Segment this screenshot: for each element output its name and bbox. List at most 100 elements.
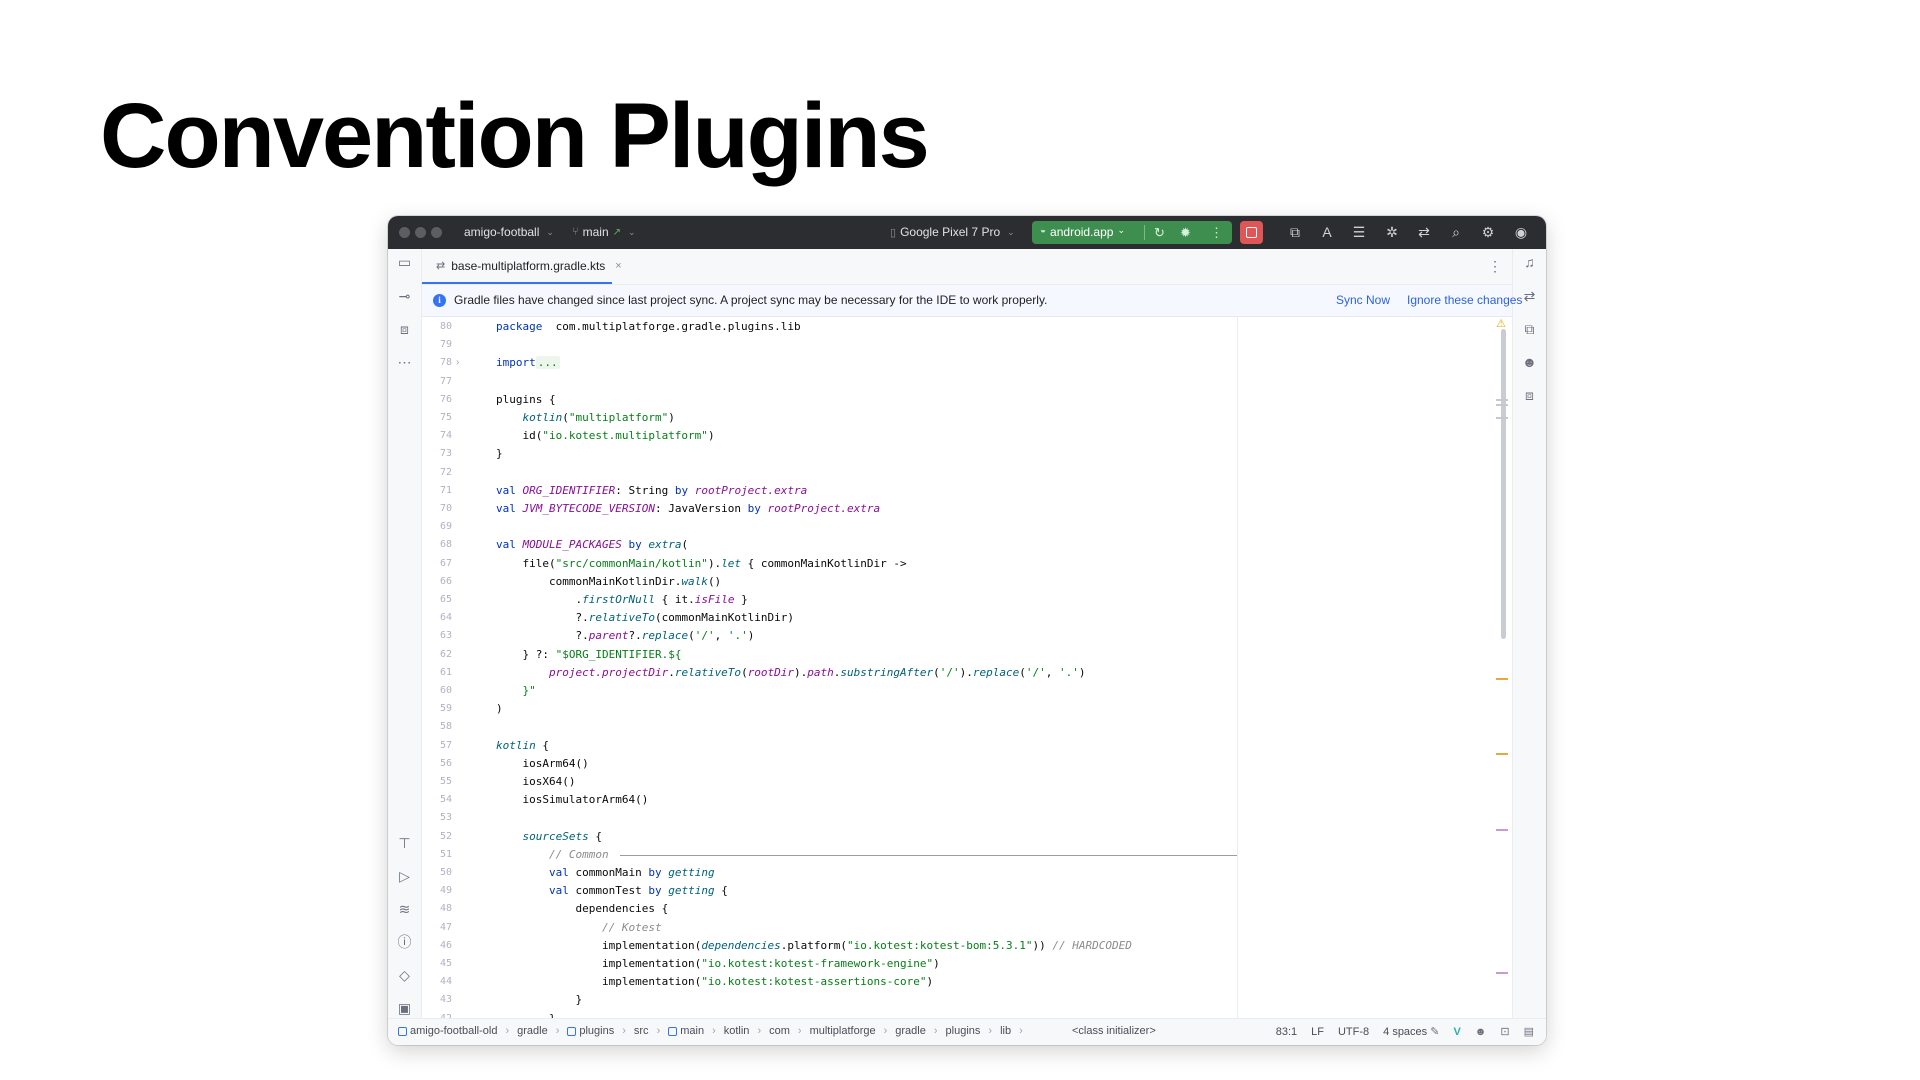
line-number[interactable]: 57 bbox=[439, 739, 452, 751]
breadcrumb-item[interactable]: src bbox=[634, 1025, 649, 1037]
line-number[interactable]: 80 bbox=[439, 321, 452, 332]
line-number[interactable]: 53 bbox=[439, 812, 452, 824]
device-selector[interactable]: ▯ Google Pixel 7 Pro ⌄ bbox=[890, 225, 1015, 239]
line-number[interactable]: 76 bbox=[439, 393, 452, 405]
line-number[interactable]: 54 bbox=[439, 794, 452, 806]
line-number[interactable]: 70 bbox=[439, 503, 452, 514]
line-number[interactable]: 67 bbox=[439, 557, 452, 569]
rerun-icon[interactable]: ↻ bbox=[1154, 225, 1165, 240]
line-number[interactable]: 59 bbox=[439, 703, 452, 715]
sync-gradle-icon[interactable]: ⇄ bbox=[1418, 224, 1430, 240]
breadcrumb-item[interactable]: gradle bbox=[895, 1025, 926, 1037]
code-line[interactable]: implementation(dependencies.platform("io… bbox=[496, 937, 1132, 955]
running-devices-icon[interactable]: ⧈ bbox=[1525, 387, 1534, 403]
breadcrumb-item[interactable]: gradle bbox=[517, 1025, 548, 1037]
code-line[interactable]: val JVM_BYTECODE_VERSION: JavaVersion by… bbox=[496, 500, 880, 518]
code-line[interactable]: }" bbox=[496, 682, 536, 700]
line-number[interactable]: 50 bbox=[439, 867, 452, 878]
gear-icon[interactable]: ⚙ bbox=[1481, 224, 1495, 240]
code-line[interactable]: package com.multiplatforge.gradle.plugin… bbox=[496, 318, 801, 336]
code-line[interactable]: } bbox=[496, 445, 503, 463]
code-line[interactable]: iosX64() bbox=[496, 773, 575, 791]
line-number[interactable]: 52 bbox=[439, 830, 452, 842]
code-line[interactable]: ) bbox=[496, 700, 503, 718]
line-number[interactable]: 60 bbox=[439, 685, 452, 696]
code-line[interactable]: iosSimulatorArm64() bbox=[496, 791, 648, 809]
line-number[interactable]: 73 bbox=[439, 448, 452, 460]
error-stripe-mark[interactable] bbox=[1496, 404, 1508, 406]
error-stripe-mark[interactable] bbox=[1496, 972, 1508, 974]
line-number[interactable]: 68 bbox=[439, 539, 452, 551]
line-number[interactable]: 43 bbox=[439, 994, 452, 1006]
line-number[interactable]: 64 bbox=[439, 612, 452, 624]
line-number[interactable]: 72 bbox=[439, 466, 452, 478]
code-line[interactable]: implementation("io.kotest:kotest-framewo… bbox=[496, 955, 940, 973]
line-number[interactable]: 48 bbox=[439, 903, 452, 915]
code-line[interactable]: sourceSets { bbox=[496, 828, 602, 846]
build-icon[interactable]: ⊤ bbox=[398, 835, 411, 851]
caret-position[interactable]: 83:1 bbox=[1275, 1025, 1298, 1038]
copilot-icon[interactable]: ☻ bbox=[1474, 1025, 1487, 1038]
lock-icon[interactable]: ⊡ bbox=[1500, 1026, 1510, 1038]
code-area[interactable]: package com.multiplatforge.gradle.plugin… bbox=[496, 317, 1512, 1019]
code-line[interactable]: kotlin { bbox=[496, 737, 549, 755]
code-line[interactable]: dependencies { bbox=[496, 900, 668, 918]
tab-base-multiplatform[interactable]: ⇄ base-multiplatform.gradle.kts × bbox=[422, 249, 622, 284]
breadcrumb-item[interactable]: main bbox=[668, 1025, 704, 1037]
line-number[interactable]: 74 bbox=[439, 430, 452, 442]
code-line[interactable]: // Common bbox=[496, 846, 609, 864]
line-number[interactable]: 69 bbox=[439, 521, 452, 533]
line-number[interactable]: 66 bbox=[439, 575, 452, 587]
folder-icon[interactable]: ▭ bbox=[397, 254, 412, 270]
code-line[interactable]: .firstOrNull { it.isFile } bbox=[496, 591, 747, 609]
breadcrumb-item[interactable]: lib bbox=[1000, 1025, 1011, 1037]
terminal-icon[interactable]: ▣ bbox=[397, 1000, 412, 1016]
code-line[interactable]: } ?: "$ORG_IDENTIFIER.${ bbox=[496, 646, 681, 664]
gradle-icon[interactable]: ⇄ bbox=[1523, 288, 1536, 304]
line-number[interactable]: 61 bbox=[439, 666, 452, 678]
close-window-button[interactable] bbox=[399, 227, 410, 238]
run-icon[interactable]: ▷ bbox=[399, 868, 410, 884]
indent-setting[interactable]: 4 spaces ✎ bbox=[1383, 1025, 1439, 1038]
notifications-icon[interactable]: ♫ bbox=[1524, 254, 1535, 270]
device-manager-icon[interactable]: ⧉ bbox=[1290, 224, 1300, 240]
device-explorer-icon[interactable]: ⧉ bbox=[1524, 321, 1535, 337]
warning-icon[interactable]: ⚠ bbox=[1496, 318, 1506, 330]
line-number[interactable]: 63 bbox=[439, 630, 452, 642]
resource-manager-icon[interactable]: ⧈ bbox=[400, 321, 409, 337]
fold-chevron-icon[interactable]: › bbox=[456, 357, 460, 369]
problems-icon[interactable]: ⓘ bbox=[397, 934, 412, 950]
error-stripe-mark[interactable] bbox=[1496, 829, 1508, 831]
structure-icon[interactable]: ☰ bbox=[1352, 224, 1366, 240]
close-icon[interactable]: × bbox=[615, 259, 622, 272]
sync-now-link[interactable]: Sync Now bbox=[1336, 293, 1391, 307]
more-actions-icon[interactable]: ⋮ bbox=[1210, 225, 1223, 240]
error-stripe-mark[interactable] bbox=[1496, 417, 1508, 419]
line-number[interactable]: 42 bbox=[439, 1012, 452, 1019]
code-line[interactable]: ?.parent?.replace('/', '.') bbox=[496, 627, 754, 645]
gem-icon[interactable]: ◇ bbox=[399, 967, 410, 983]
tab-menu-icon[interactable]: ⋮ bbox=[1488, 258, 1502, 274]
line-number[interactable]: 55 bbox=[439, 776, 452, 787]
line-number[interactable]: 71 bbox=[439, 484, 452, 496]
vertical-scrollbar[interactable] bbox=[1501, 329, 1506, 639]
error-stripe-mark[interactable] bbox=[1496, 399, 1508, 401]
line-number[interactable]: 58 bbox=[439, 721, 452, 733]
line-number[interactable]: 78 bbox=[439, 357, 452, 369]
file-encoding[interactable]: UTF-8 bbox=[1337, 1025, 1370, 1038]
code-line[interactable]: implementation("io.kotest:kotest-asserti… bbox=[496, 973, 933, 991]
code-line[interactable]: import... bbox=[496, 354, 560, 372]
breadcrumb-item[interactable]: amigo-football-old bbox=[398, 1025, 497, 1037]
line-number[interactable]: 44 bbox=[439, 976, 452, 988]
breadcrumb-item[interactable]: multiplatforge bbox=[810, 1025, 876, 1037]
code-line[interactable]: commonMainKotlinDir.walk() bbox=[496, 573, 721, 591]
logcat-icon[interactable]: ≋ bbox=[398, 901, 411, 917]
memory-icon[interactable]: ▤ bbox=[1523, 1026, 1534, 1038]
line-number[interactable]: 75 bbox=[439, 412, 452, 423]
line-number[interactable]: 62 bbox=[439, 648, 452, 660]
line-number[interactable]: 77 bbox=[439, 375, 452, 387]
project-selector[interactable]: amigo-football ⌄ bbox=[464, 225, 554, 239]
code-line[interactable]: val MODULE_PACKAGES by extra( bbox=[496, 536, 688, 554]
more-tools-icon[interactable]: ⋯ bbox=[397, 354, 412, 370]
